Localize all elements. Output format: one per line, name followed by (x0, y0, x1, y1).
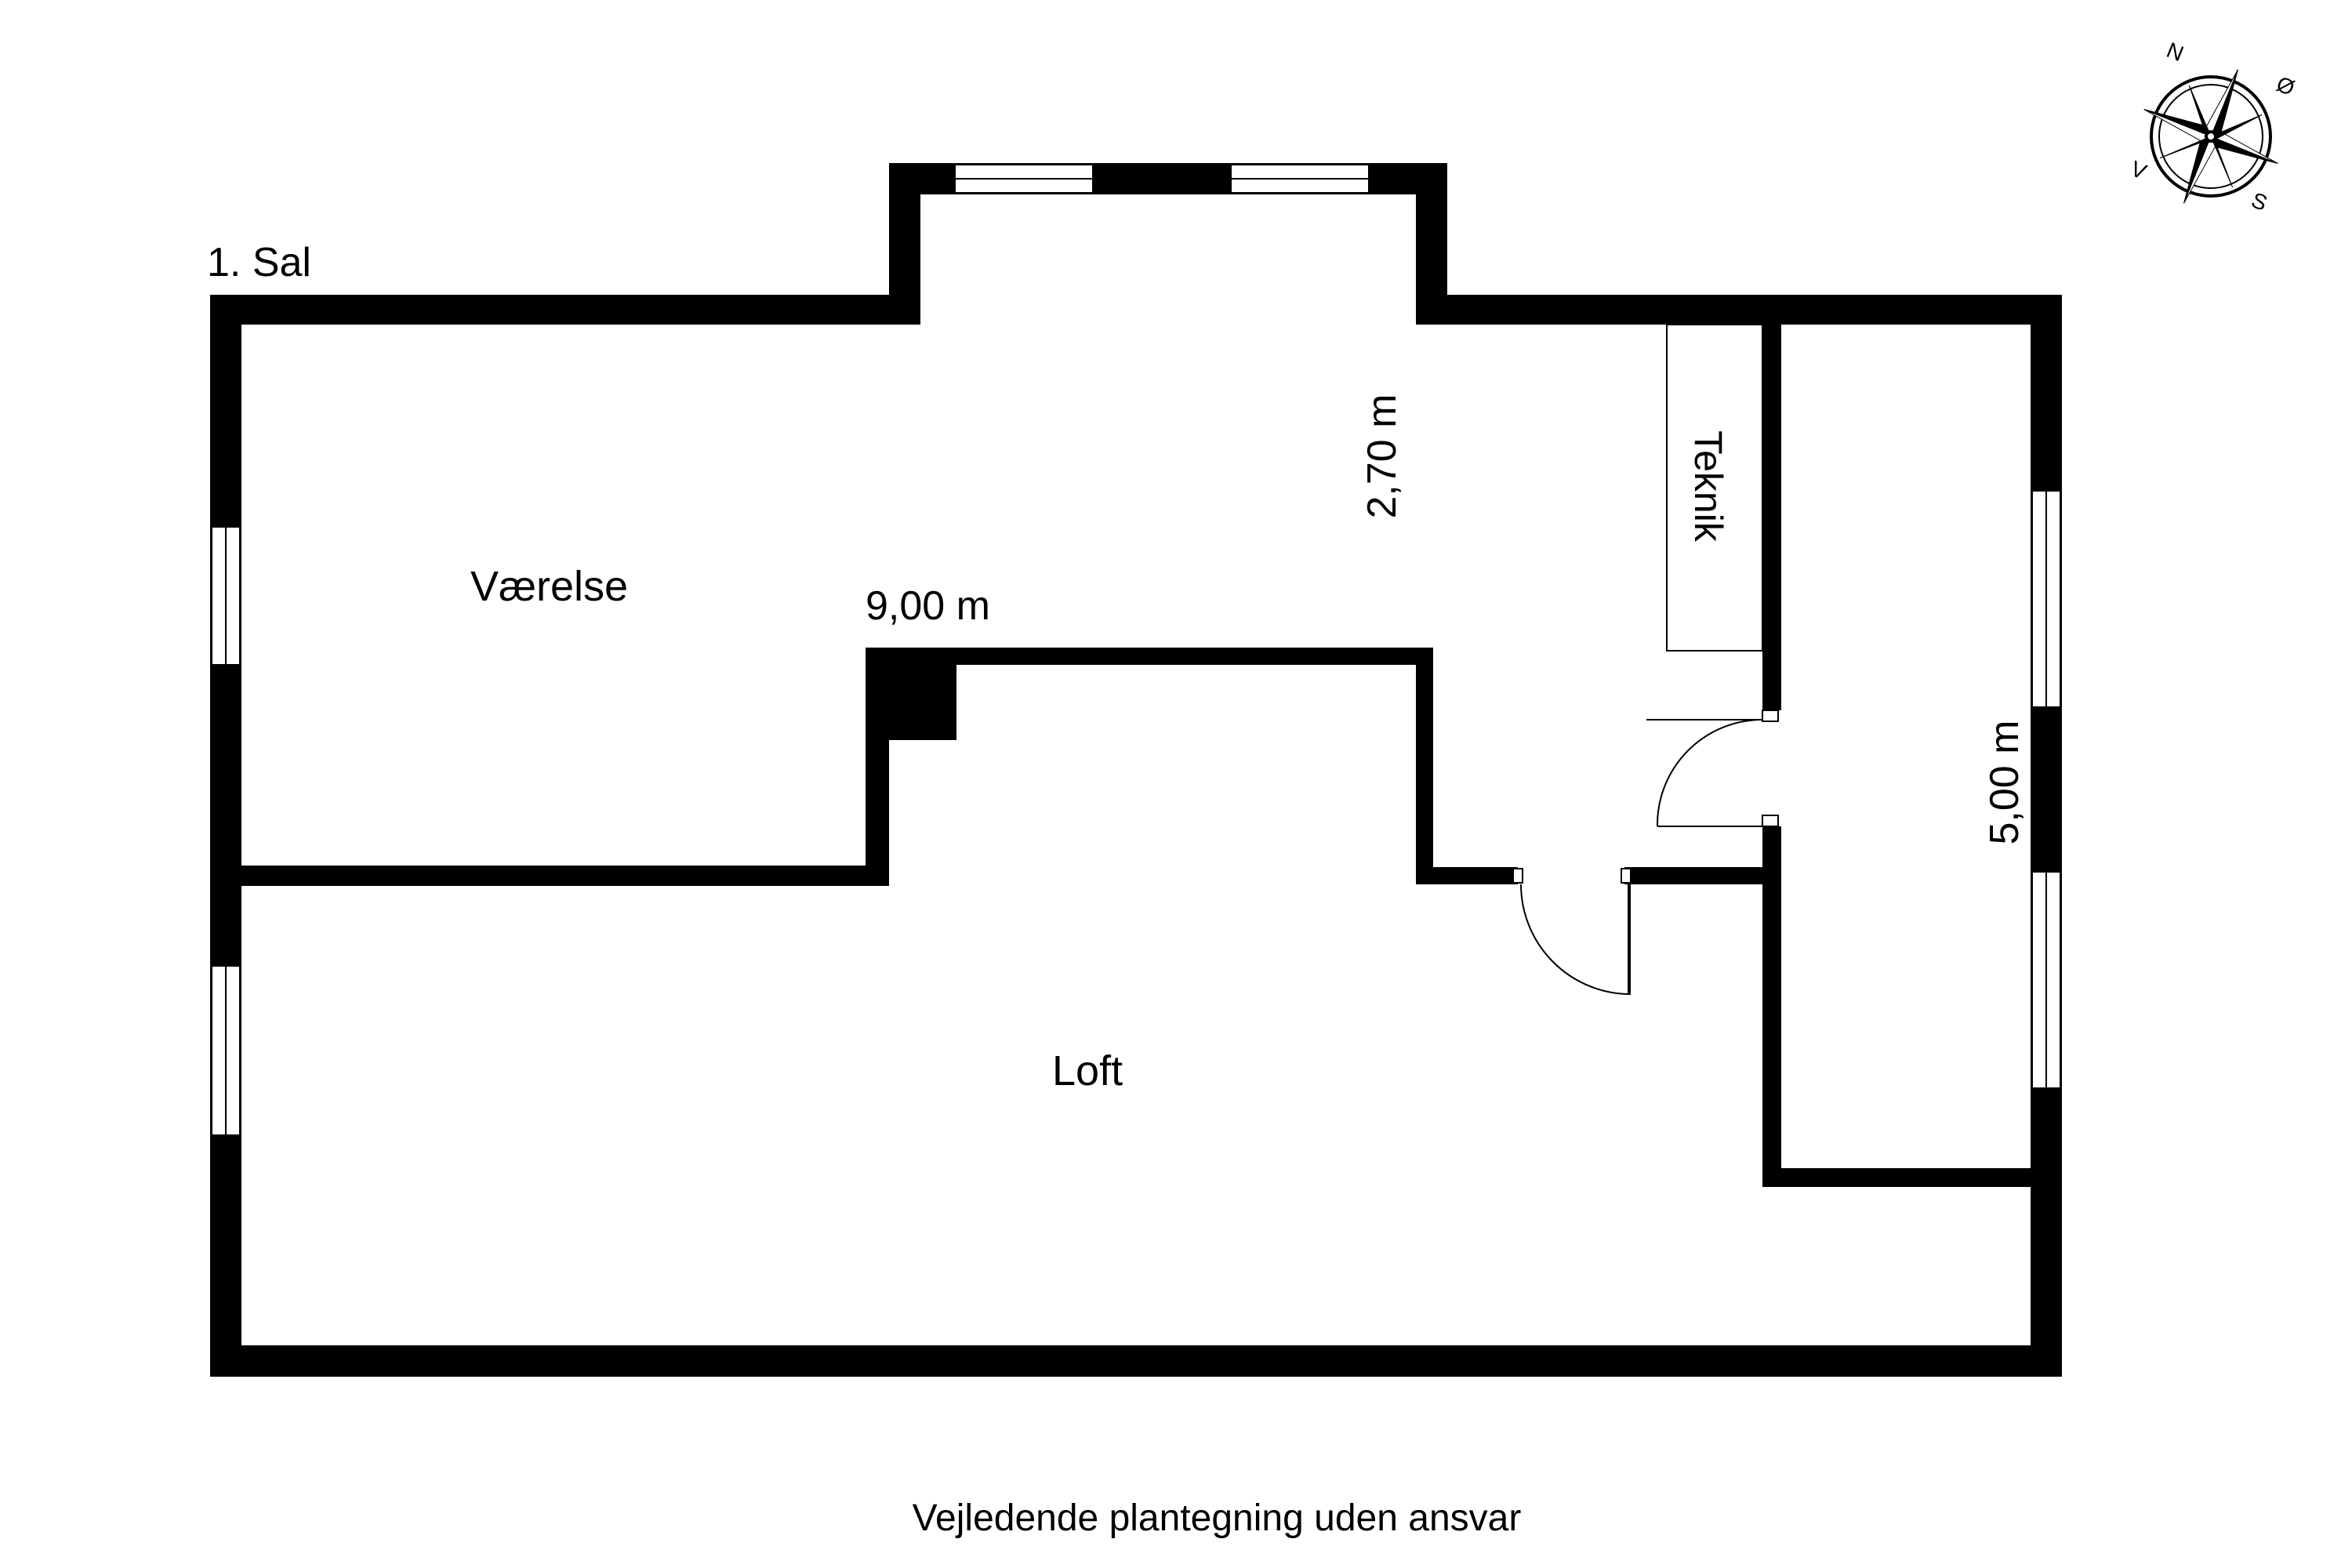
door-swing-loft (1520, 884, 1632, 995)
floor-label: 1. Sal (207, 240, 311, 285)
room-label-vaerelse: Værelse (470, 563, 628, 610)
room-label-teknik: Teknik (1686, 430, 1730, 543)
dimension-height: 2,70 m (1359, 394, 1405, 519)
teknik-cabinet (1666, 324, 1763, 652)
compass-south: S (2248, 187, 2270, 216)
compass-west: V (2127, 156, 2150, 184)
windows (211, 164, 2061, 1136)
compass-north: N (2163, 38, 2187, 66)
walls (210, 163, 2062, 1377)
footer-disclaimer: Vejledende plantegning uden ansvar (913, 1497, 1522, 1539)
compass-rose-icon (2143, 69, 2278, 204)
dimension-side: 5,00 m (1982, 720, 2027, 845)
door-swing-right (1656, 719, 1763, 827)
compass-east: Ø (2273, 71, 2298, 100)
dimension-width: 9,00 m (866, 583, 990, 629)
doors (1512, 710, 1779, 995)
room-label-loft: Loft (1052, 1047, 1123, 1094)
